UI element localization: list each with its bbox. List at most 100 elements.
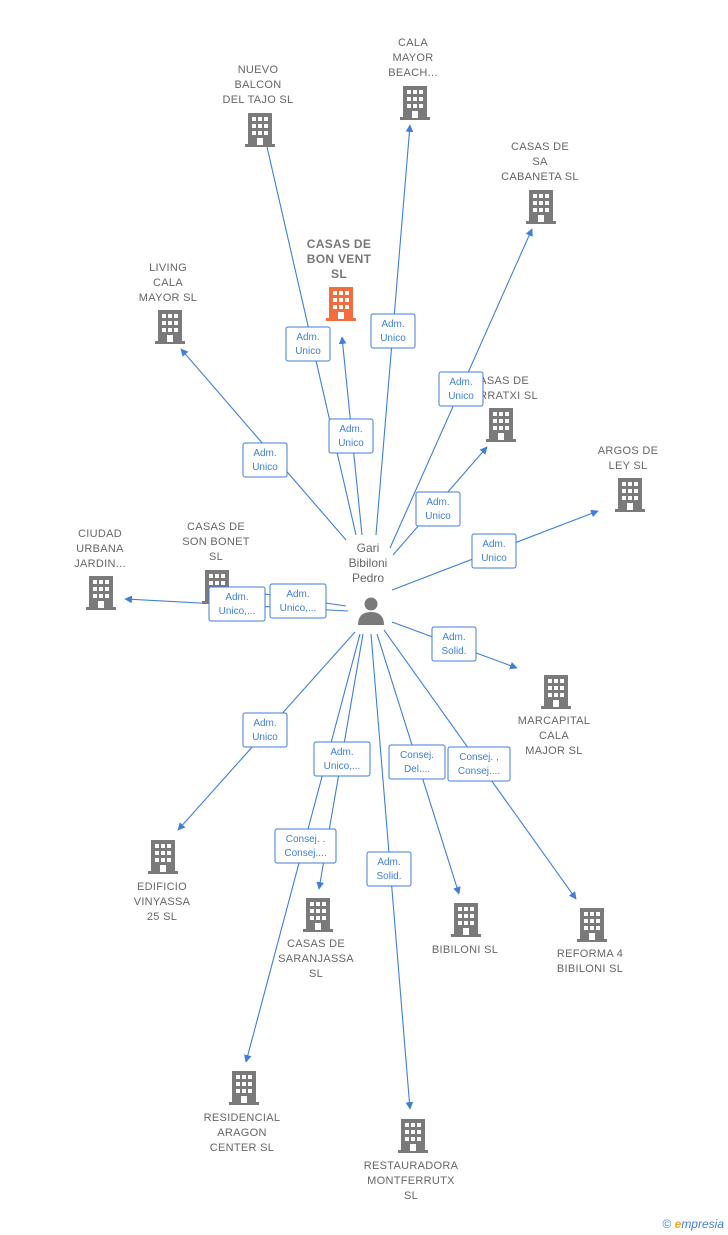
company-name-line: 25 SL bbox=[147, 911, 177, 923]
company-name-line: CALA bbox=[398, 37, 428, 49]
company-name-line: LIVING bbox=[149, 262, 187, 274]
company-name-line: CASAS DE bbox=[187, 521, 245, 533]
company-name-line: CALA bbox=[153, 277, 183, 289]
edge-role-box-edificio-vinyassa[interactable]: Adm. Unico bbox=[242, 712, 288, 748]
building-icon bbox=[245, 113, 275, 147]
company-name-line: EDIFICIO bbox=[137, 881, 187, 893]
edge-role-box-cala-mayor-beach[interactable]: Adm. Unico bbox=[370, 313, 416, 349]
edge-role-box-marcapital[interactable]: Adm.Solid. bbox=[431, 626, 477, 662]
company-name-line: CENTER SL bbox=[210, 1142, 274, 1154]
edge-role-box-frame bbox=[269, 583, 327, 619]
company-name-line: SL bbox=[404, 1190, 418, 1202]
company-name-line: MONTFERRUTX bbox=[367, 1175, 455, 1187]
edge-role-box-nuevo-balcon[interactable]: Adm. Unico bbox=[285, 326, 331, 362]
edge-role-text: Adm. bbox=[449, 377, 472, 388]
edge-role-text: Consej. bbox=[400, 750, 434, 761]
edge-role-box-bibiloni[interactable]: Consej. Del.... bbox=[388, 744, 446, 780]
edge-role-text: Adm. bbox=[482, 539, 505, 550]
edge-role-box-living-cala-mayor[interactable]: Adm.Unico bbox=[242, 442, 288, 478]
company-name-line: URBANA bbox=[76, 543, 124, 555]
company-name-line: CALA bbox=[539, 730, 569, 742]
company-name-line: MAJOR SL bbox=[525, 745, 582, 757]
building-icon bbox=[615, 478, 645, 512]
edge-role-text: Unico bbox=[295, 346, 321, 357]
building-icon bbox=[541, 675, 571, 709]
edge-role-box-casas-bon-vent[interactable]: Adm.Unico bbox=[328, 418, 374, 454]
company-name-line: CABANETA SL bbox=[501, 171, 579, 183]
building-icon bbox=[451, 903, 481, 937]
edge-role-text: Unico bbox=[380, 333, 406, 344]
edge-role-text: Adm. bbox=[377, 857, 400, 868]
edge-role-text: Adm. bbox=[426, 497, 449, 508]
edge-role-box-casas-son-bonet[interactable]: Adm. Unico,... bbox=[269, 583, 327, 619]
building-icon bbox=[155, 310, 185, 344]
building-icon bbox=[148, 840, 178, 874]
company-node-edificio-vinyassa[interactable]: EDIFICIO VINYASSA 25 SL bbox=[134, 840, 191, 923]
edge-role-box-frame bbox=[242, 712, 288, 748]
company-name-line: SL bbox=[309, 968, 323, 980]
edge-role-text: Unico bbox=[481, 553, 507, 564]
company-name-line: SA bbox=[532, 156, 548, 168]
edge-role-box-frame bbox=[438, 371, 484, 407]
edge-role-box-frame bbox=[242, 442, 288, 478]
building-icon bbox=[526, 190, 556, 224]
edge-role-text: Consej. . bbox=[286, 834, 325, 845]
person-icon-body bbox=[358, 612, 384, 625]
edge-role-text: Adm. bbox=[253, 448, 276, 459]
building-icon bbox=[577, 908, 607, 942]
edge-role-box-ciudad-urbana[interactable]: Adm.Unico,... bbox=[208, 586, 266, 622]
building-icon bbox=[303, 898, 333, 932]
edge-role-box-frame bbox=[274, 828, 337, 864]
building-icon bbox=[398, 1119, 428, 1153]
building-icon bbox=[86, 576, 116, 610]
edge-role-text: Adm. bbox=[296, 332, 319, 343]
company-name-line: BON VENT bbox=[307, 252, 372, 266]
brand-logo: empresia bbox=[674, 1217, 724, 1231]
building-icon bbox=[229, 1071, 259, 1105]
edge-role-text: Del.... bbox=[404, 764, 430, 775]
edge-role-box-casas-marratxi[interactable]: Adm.Unico bbox=[415, 491, 461, 527]
company-name-line: MAYOR bbox=[392, 52, 433, 64]
edge-role-box-casas-sa-cabaneta[interactable]: Adm. Unico bbox=[438, 371, 484, 407]
company-node-ciudad-urbana[interactable]: CIUDADURBANAJARDIN... bbox=[74, 528, 126, 610]
edge-role-text: Unico bbox=[252, 732, 278, 743]
edge-role-text: Adm. bbox=[381, 319, 404, 330]
company-name-line: NUEVO bbox=[238, 64, 279, 76]
edge-role-text: Unico,... bbox=[280, 603, 317, 614]
company-name-line: SL bbox=[331, 267, 347, 281]
edge-role-box-restauradora[interactable]: Adm.Solid. bbox=[366, 851, 412, 887]
edge-role-box-casas-saranjassa[interactable]: Adm.Unico,... bbox=[313, 741, 371, 777]
edge-role-text: Consej.... bbox=[458, 766, 500, 777]
company-node-bibiloni[interactable]: BIBILONI SL bbox=[432, 903, 498, 956]
edge-role-text: Adm. bbox=[286, 589, 309, 600]
building-icon bbox=[326, 287, 356, 321]
company-name-line: CASAS DE bbox=[287, 938, 345, 950]
building-icon bbox=[486, 408, 516, 442]
edge-role-box-residencial-aragon[interactable]: Consej. .Consej.... bbox=[274, 828, 337, 864]
building-icon bbox=[400, 86, 430, 120]
copyright-symbol: © bbox=[662, 1217, 672, 1231]
edge-role-text: Adm. bbox=[253, 718, 276, 729]
edge-role-box-argos-de-ley[interactable]: Adm. Unico bbox=[471, 533, 517, 569]
edge-role-box-frame bbox=[415, 491, 461, 527]
edge-role-box-reforma-4[interactable]: Consej. ,Consej.... bbox=[447, 746, 511, 782]
edge-role-text: Unico bbox=[448, 391, 474, 402]
company-name-line: SL bbox=[209, 551, 223, 563]
company-name-line: REFORMA 4 bbox=[557, 948, 623, 960]
company-name-line: VINYASSA bbox=[134, 896, 191, 908]
company-node-cala-mayor-beach[interactable]: CALAMAYORBEACH... bbox=[388, 37, 437, 120]
person-name-line: Bibiloni bbox=[349, 556, 388, 570]
